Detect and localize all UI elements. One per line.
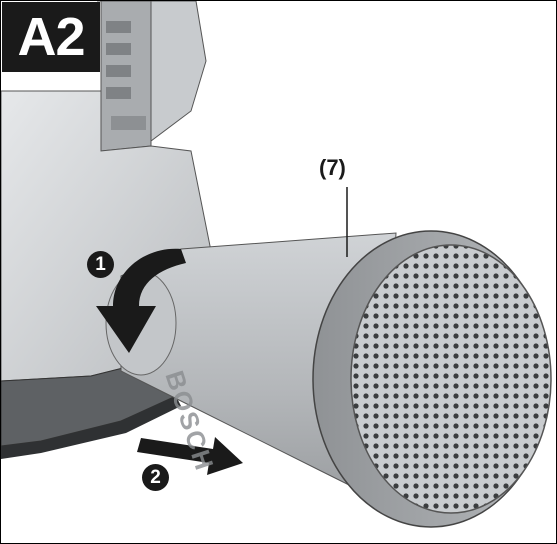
housing-fin [106, 21, 131, 33]
housing-fin [106, 65, 131, 77]
step-badge-1: 1 [87, 251, 114, 278]
housing-fin [111, 116, 146, 130]
straight-arrow-icon [137, 437, 243, 475]
step-badge-2: 2 [142, 464, 169, 491]
housing-fin [106, 43, 131, 55]
housing-fin [106, 87, 131, 99]
base-plate-edge [1, 396, 181, 459]
part-number-callout: (7) [319, 155, 346, 180]
curved-arrow-icon [96, 248, 186, 353]
filter-mesh [350, 244, 552, 514]
tool-housing [97, 1, 207, 152]
figure-label: A2 [2, 2, 100, 72]
